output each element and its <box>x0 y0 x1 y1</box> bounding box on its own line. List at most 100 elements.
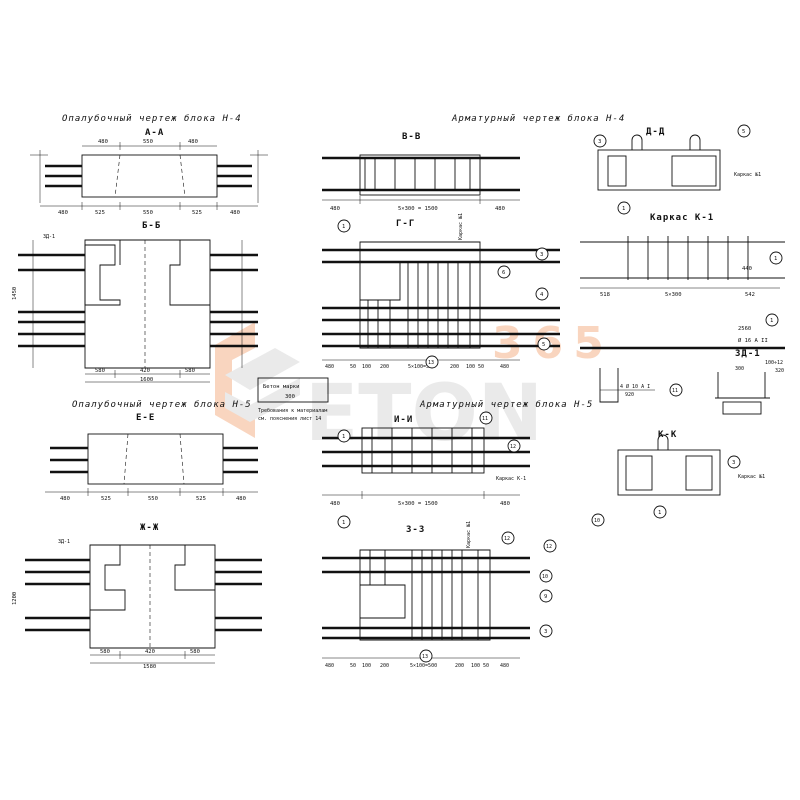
dim-k1-h: 440 <box>742 266 752 272</box>
dim-ee-2: 550 <box>148 496 158 502</box>
marker-1: 1 <box>337 219 351 233</box>
dim-k1-2: 542 <box>745 292 755 298</box>
label-frame-dd: Каркас №1 <box>734 172 761 178</box>
label-frame-k1-ii: Каркас К-1 <box>496 476 526 482</box>
dim-zhzh-total: 1580 <box>143 664 156 670</box>
dim-gg-8: 480 <box>500 364 509 370</box>
dim-zz-3: 200 <box>380 663 389 669</box>
label-frame-gg: Каркас №1 <box>458 213 464 240</box>
dim-gg-6: 100 <box>466 364 475 370</box>
section-vv: В-В 480 5×300 = 1500 480 <box>322 132 520 212</box>
section-label-zhzh: Ж-Ж <box>140 523 159 533</box>
watermark-suffix: 365 <box>492 318 614 369</box>
dim-gg-2: 100 <box>362 364 371 370</box>
dim-ii-1: 5×300 = 1500 <box>398 501 438 507</box>
marker-1f: 1 <box>653 505 667 519</box>
marker-1g: 1 <box>337 515 351 529</box>
marker-11-label: 11 <box>482 416 488 422</box>
label-zd1-bb: ЗД-1 <box>43 234 55 240</box>
section-label-kk: К-К <box>658 430 677 440</box>
marker-10b: 10 <box>539 569 553 583</box>
dim-bb-0: 580 <box>95 368 105 374</box>
dim-ee-3: 525 <box>196 496 206 502</box>
marker-12c: 12 <box>543 539 557 553</box>
dim-zz-5: 200 <box>455 663 464 669</box>
dim-aa-top-0: 480 <box>98 139 108 145</box>
section-dd: Д-Д Каркас №1 <box>597 127 761 191</box>
dim-gg-3: 200 <box>380 364 389 370</box>
section-label-vv: В-В <box>402 132 421 142</box>
title-formwork-n5: Опалубочный чертеж блока Н-5 <box>72 399 252 410</box>
marker-4: 3 <box>535 247 549 261</box>
marker-12b: 12 <box>501 531 515 545</box>
detail-zd1-title: ЗД-1 <box>735 349 761 359</box>
marker-4c: 3 <box>727 455 741 469</box>
dim-bb-2: 580 <box>185 368 195 374</box>
title-rebar-n5: Арматурный чертеж блока Н-5 <box>419 399 593 410</box>
marker-1c: 1 <box>765 313 779 327</box>
bar-10-label: 4 Ø 10 А I <box>620 383 650 390</box>
marker-5b-label: 5 <box>742 129 745 135</box>
materials-note-1: Требования к материалам <box>258 407 327 414</box>
marker-11b-label: 11 <box>672 388 678 394</box>
dim-zhzh-0: 580 <box>100 649 110 655</box>
dim-zz-8: 480 <box>500 663 509 669</box>
marker-1e: 1 <box>337 429 351 443</box>
watermark-logo-icon <box>215 322 300 438</box>
dim-bb-height: 1450 <box>12 287 18 300</box>
section-zhzh: Ж-Ж 580 420 580 1580 1200 ЗД-1 <box>12 523 262 670</box>
dim-aa-1: 525 <box>95 210 105 216</box>
marker-6-label: 6 <box>502 270 505 276</box>
watermark: ETON 365 <box>215 318 614 459</box>
section-label-gg: Г-Г <box>396 219 415 229</box>
dim-k1-0: 518 <box>600 292 610 298</box>
marker-10-label: 10 <box>594 518 600 524</box>
marker-13: 13 <box>425 355 439 369</box>
bar-16-length: 2560 <box>738 326 751 332</box>
section-label-ii: И-И <box>394 415 413 425</box>
marker-13b: 13 <box>419 649 433 663</box>
marker-1-label: 1 <box>342 224 345 230</box>
dim-vv-0: 480 <box>330 206 340 212</box>
dim-ee-0: 480 <box>60 496 70 502</box>
marker-13b-label: 13 <box>422 654 428 660</box>
title-formwork-n4: Опалубочный чертеж блока Н-4 <box>62 113 242 124</box>
marker-3-label: 4 <box>540 292 544 298</box>
dim-gg-1: 50 <box>350 364 356 370</box>
dim-zz-6: 100 <box>471 663 480 669</box>
markers: 1 3 6 4 5 13 1 1 3 5 1 1 11 12 11 3 10 1… <box>337 124 783 663</box>
label-frame-zz: Каркас №1 <box>466 521 472 548</box>
marker-1f-label: 1 <box>658 510 661 516</box>
bar-16-label: Ø 16 А II <box>738 337 768 344</box>
label-frame-kk: Каркас №1 <box>738 474 765 480</box>
dim-k1-1: 5×300 <box>665 292 682 298</box>
marker-13-label: 13 <box>428 360 434 366</box>
section-bb: Б-Б 580 420 580 1600 1450 ЗД-1 <box>12 221 258 383</box>
dim-zd1-1: 100÷12 <box>765 360 783 366</box>
section-label-dd: Д-Д <box>646 127 665 137</box>
dim-zd1-2: 320 <box>775 368 784 374</box>
dim-zhzh-height: 1200 <box>12 592 18 605</box>
section-kk: К-К Каркас №1 <box>617 430 765 496</box>
concrete-grade: 300 <box>285 394 295 400</box>
marker-1d-label: 1 <box>622 206 625 212</box>
section-label-bb: Б-Б <box>142 221 161 231</box>
watermark-brand: ETON <box>305 369 543 459</box>
label-zd1-zhzh: ЗД-1 <box>58 539 70 545</box>
dim-aa-0: 480 <box>58 210 68 216</box>
marker-3: 4 <box>535 287 549 301</box>
section-zz: З-З 480 50 100 200 5×100=500 200 100 50 … <box>322 521 530 669</box>
dim-ee-4: 480 <box>236 496 246 502</box>
dim-aa-4: 480 <box>230 210 240 216</box>
marker-5: 5 <box>537 337 551 351</box>
section-ee: Е-Е 480 525 550 525 480 <box>45 413 258 502</box>
section-ii: И-И 480 5×300 = 1500 480 Каркас К-1 <box>322 415 530 507</box>
dim-aa-3: 525 <box>192 210 202 216</box>
marker-12: 12 <box>507 439 521 453</box>
marker-12c-label: 12 <box>546 544 552 550</box>
dim-gg-4: 5×100=500 <box>408 364 435 370</box>
frame-k1: Каркас К-1 518 5×300 542 440 Ø 16 А II 2… <box>580 213 785 350</box>
marker-1e-label: 1 <box>342 434 345 440</box>
dim-zhzh-1: 420 <box>145 649 155 655</box>
